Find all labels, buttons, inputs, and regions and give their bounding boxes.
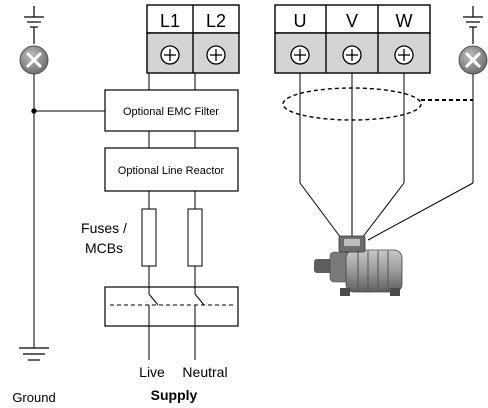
supply-wires bbox=[148, 73, 196, 360]
screw-terminal-icon bbox=[394, 45, 414, 65]
left-ground-wire bbox=[31, 74, 105, 348]
motor-cable-wires bbox=[299, 73, 474, 241]
terminal-label-l2: L2 bbox=[206, 11, 226, 31]
input-terminal-block: L1 L2 bbox=[146, 4, 240, 74]
screw-terminal-icon bbox=[206, 45, 226, 65]
output-terminal-block: U V W bbox=[274, 4, 431, 74]
screw-terminal-icon bbox=[290, 45, 310, 65]
terminal-label-w: W bbox=[396, 11, 413, 31]
fuses-label-line2: MCBs bbox=[85, 240, 123, 256]
emc-filter-block: Optional EMC Filter bbox=[104, 89, 239, 132]
left-crossed-circle-lamp-icon bbox=[19, 45, 49, 75]
isolator-switch-block bbox=[104, 286, 239, 327]
ground-label: Ground bbox=[12, 390, 55, 405]
fuses-label-line1: Fuses / bbox=[81, 220, 127, 236]
left-earth-ground-icon bbox=[24, 6, 44, 44]
emc-filter-label: Optional EMC Filter bbox=[123, 106, 219, 118]
cable-screen bbox=[282, 87, 473, 121]
live-label: Live bbox=[139, 364, 165, 380]
motor-icon bbox=[314, 235, 403, 296]
line-reactor-block: Optional Line Reactor bbox=[104, 147, 239, 192]
neutral-label: Neutral bbox=[182, 364, 227, 380]
terminal-label-u: U bbox=[294, 11, 307, 31]
screw-terminal-icon bbox=[342, 45, 362, 65]
right-crossed-circle-lamp-icon bbox=[458, 45, 488, 75]
supply-label: Supply bbox=[151, 387, 198, 403]
right-earth-ground-icon bbox=[463, 6, 483, 44]
terminal-label-v: V bbox=[346, 11, 358, 31]
screw-terminal-icon bbox=[160, 45, 180, 65]
fuses bbox=[141, 208, 203, 267]
line-reactor-label: Optional Line Reactor bbox=[118, 165, 225, 177]
bottom-earth-ground-icon bbox=[19, 347, 49, 361]
terminal-label-l1: L1 bbox=[160, 11, 180, 31]
